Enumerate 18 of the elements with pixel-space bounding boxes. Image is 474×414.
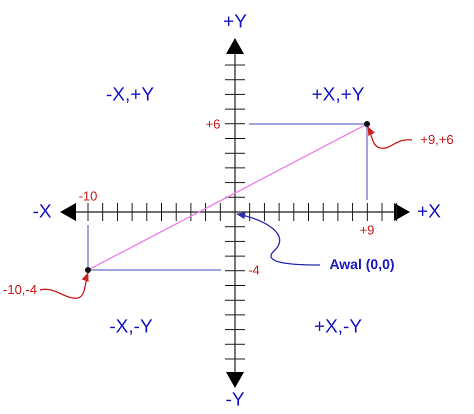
point-label: +9,+6	[412, 132, 462, 148]
axis-label: +X,-Y	[314, 318, 362, 336]
leader-line	[367, 126, 412, 149]
tick-value: +9	[360, 224, 374, 236]
point-label: -10,-4	[0, 282, 40, 298]
tick-value: -10	[78, 190, 98, 202]
tick-value: +6	[206, 118, 220, 130]
tick-value: -4	[248, 264, 260, 276]
axis-label: -X	[32, 202, 52, 222]
leader-line	[40, 272, 89, 299]
origin-label: Awal (0,0)	[322, 255, 402, 273]
axis-label: +X	[417, 202, 441, 222]
axis-label: +X,+Y	[312, 86, 364, 104]
axis-label: -Y	[226, 390, 244, 410]
axis-label: -X,+Y	[106, 86, 154, 104]
leader-line	[236, 212, 320, 266]
axis-label: +Y	[223, 12, 247, 32]
axis-label: -X,-Y	[109, 318, 153, 336]
